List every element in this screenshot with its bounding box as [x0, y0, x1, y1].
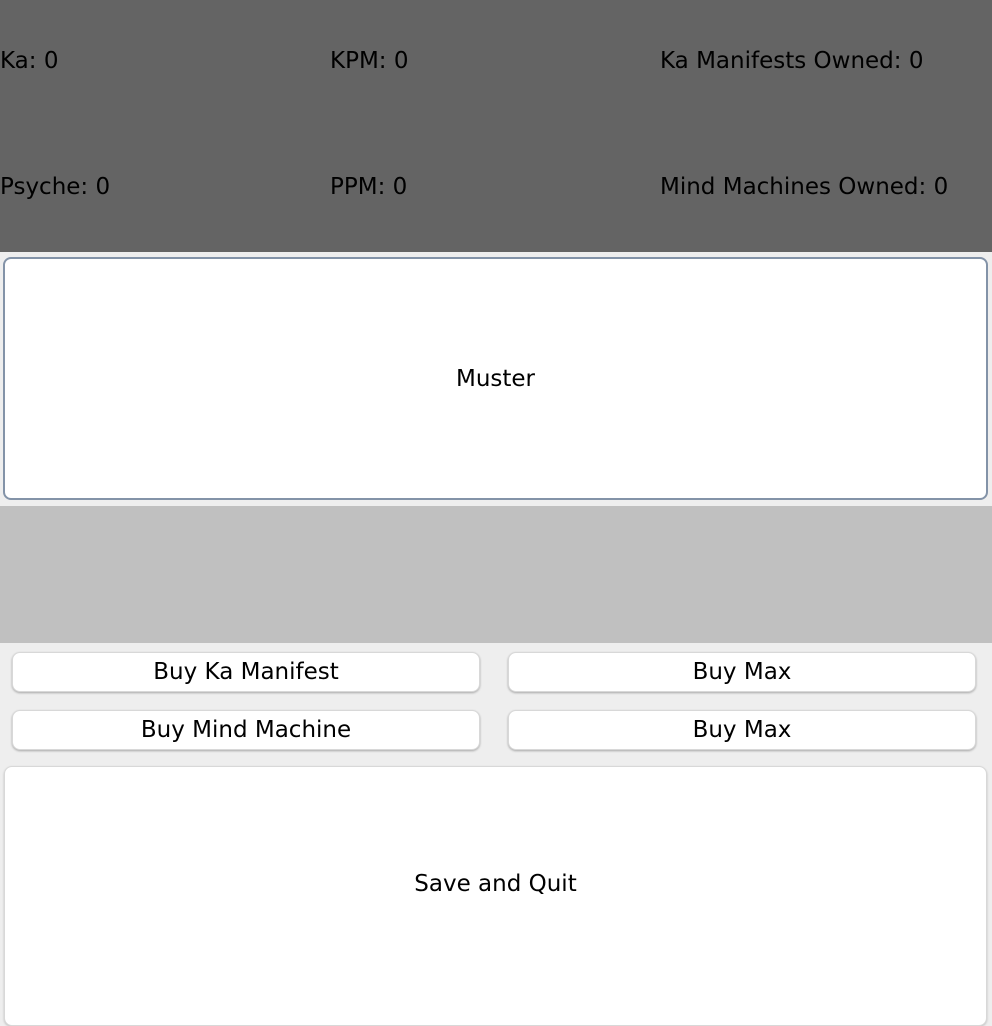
- stats-panel: Ka: 0 KPM: 0 Ka Manifests Owned: 0 Psych…: [0, 0, 992, 252]
- empty-panel: [0, 506, 992, 643]
- buy-max-mind-machine-button[interactable]: Buy Max: [508, 710, 976, 750]
- ppm-label: PPM: 0: [330, 174, 408, 200]
- save-and-quit-label: Save and Quit: [414, 871, 577, 897]
- buy-max-ka-manifest-button[interactable]: Buy Max: [508, 652, 976, 692]
- muster-button[interactable]: Muster: [3, 257, 988, 500]
- buy-ka-manifest-button[interactable]: Buy Ka Manifest: [12, 652, 480, 692]
- mind-machines-owned-label: Mind Machines Owned: 0: [660, 174, 949, 200]
- ka-label: Ka: 0: [0, 48, 59, 74]
- kpm-label: KPM: 0: [330, 48, 409, 74]
- psyche-label: Psyche: 0: [0, 174, 111, 200]
- ka-manifests-owned-label: Ka Manifests Owned: 0: [660, 48, 924, 74]
- buy-mind-machine-button[interactable]: Buy Mind Machine: [12, 710, 480, 750]
- save-and-quit-button[interactable]: Save and Quit: [4, 766, 987, 1026]
